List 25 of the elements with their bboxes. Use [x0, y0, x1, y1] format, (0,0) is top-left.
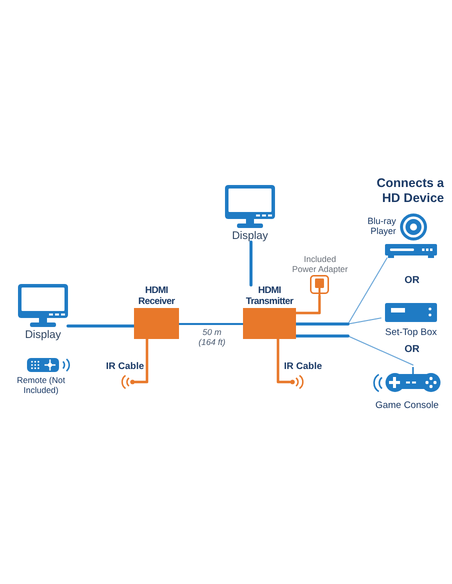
network-cable	[178, 323, 244, 325]
ir-signal-icon	[121, 374, 135, 390]
remote-label: Remote (Not Included)	[16, 376, 66, 395]
hdmi-cable	[250, 240, 252, 286]
edge-label: IR Cable	[284, 361, 322, 372]
power-cable	[294, 294, 321, 314]
unit-heading: HDMI Transmitter	[244, 285, 294, 307]
edge-label: 50 m (164 ft)	[196, 328, 228, 347]
device-label: Game Console	[375, 400, 439, 411]
heading: Connects a HD Device	[376, 176, 444, 205]
device-label: Display	[232, 230, 268, 242]
ir-signal-icon	[290, 374, 304, 390]
device-label: Set-Top Box	[385, 327, 437, 338]
connection-line	[348, 258, 388, 324]
choice-label: OR	[404, 275, 420, 287]
choice-label: OR	[404, 344, 420, 356]
unit-heading: HDMI Receiver	[137, 285, 176, 307]
ir-cable	[276, 338, 292, 384]
edge-label: IR Cable	[106, 361, 144, 372]
ir-cable	[134, 338, 148, 384]
hdmi-cable	[294, 334, 350, 338]
adapter-label: Included Power Adapter	[292, 255, 348, 274]
connection-line	[348, 336, 414, 366]
device-label: Blu-ray Player	[366, 216, 396, 236]
device-label: Display	[24, 329, 62, 341]
